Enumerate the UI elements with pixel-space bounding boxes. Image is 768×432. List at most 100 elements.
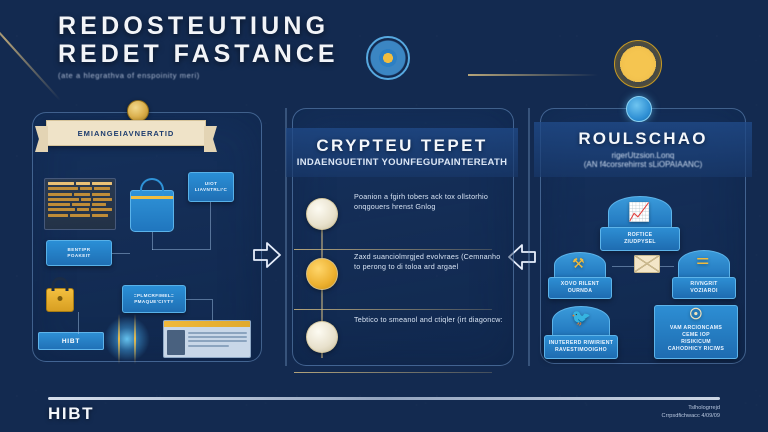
social-card-dome bbox=[552, 306, 610, 336]
bag-strip bbox=[131, 196, 173, 199]
news-card-bar bbox=[164, 321, 250, 327]
trident-icon: ⚒ bbox=[572, 255, 585, 271]
right-panel-sub-1: rigerUtzsion.Lonq bbox=[611, 151, 675, 160]
radial-network-icon bbox=[366, 36, 410, 80]
footer-meta-line-1: Tslhologrrejd bbox=[688, 405, 720, 411]
social-card[interactable]: INUTERERD RIWIRIENT RAVESTIMOOIGHO bbox=[544, 335, 618, 359]
padlock-shackle bbox=[51, 277, 69, 291]
news-card[interactable] bbox=[163, 320, 251, 358]
news-card-line bbox=[188, 332, 247, 334]
data-table-panel bbox=[44, 178, 116, 230]
connector bbox=[152, 249, 210, 250]
padlock-keyhole bbox=[57, 296, 63, 301]
step-item-3[interactable]: Tebtico to smeanol and ctiqler (irt diag… bbox=[294, 315, 506, 373]
footer-meta-line-2: Crrpsdfichwacc 4/09/09 bbox=[661, 413, 720, 419]
energy-burst-icon bbox=[104, 314, 150, 364]
step-item-2[interactable]: Zaxd suanciolmrgjed evolvraes (Cemnanho … bbox=[294, 252, 506, 310]
bird-icon: 🐦 bbox=[571, 310, 591, 327]
arrow-left-icon bbox=[505, 240, 539, 274]
connector bbox=[210, 202, 211, 250]
gold-seal-icon bbox=[306, 258, 338, 290]
title-line-1: REDOSTEUTIUNG bbox=[58, 12, 330, 40]
privacy-box-line-1: =PLMCRFIMEL= bbox=[133, 293, 175, 298]
security-card[interactable]: ☉ VAM ARCIONCAMS CEME IOP RISIKICUM CAHO… bbox=[654, 305, 738, 359]
network-card[interactable]: RIVNGRIT VOZIAROI bbox=[672, 277, 736, 299]
envelope-icon bbox=[634, 255, 660, 273]
exchange-card-dome bbox=[608, 196, 672, 228]
arrow-right-icon bbox=[250, 238, 284, 272]
left-panel-ribbon-label: EMIANGEIAVNERATID bbox=[77, 128, 175, 138]
security-card-line-1: VAM ARCIONCAMS bbox=[669, 325, 723, 331]
exchange-card-line-1: ROFTICE bbox=[627, 232, 653, 238]
news-card-line bbox=[188, 336, 247, 339]
title-subtitle: (ate a hlegrathva of enspoinity meri) bbox=[58, 71, 200, 80]
security-card-line-4: CAHODHICY RICIWS bbox=[667, 346, 725, 352]
step-divider bbox=[294, 371, 492, 373]
step-item-3-text: Tebtico to smeanol and ctiqler (irt diag… bbox=[354, 315, 503, 324]
step-item-1[interactable]: Poanion a fgirh tobers ack tox ollstorhi… bbox=[294, 192, 506, 250]
privacy-box-line-2: PMAQUE'CIYTY bbox=[134, 299, 174, 304]
wallet-box-line-1: UIOT bbox=[204, 181, 218, 186]
panel-divider bbox=[285, 108, 287, 366]
connector bbox=[78, 312, 79, 334]
step-item-1-text: Poanion a fgirh tobers ack tox ollstorhi… bbox=[354, 192, 489, 211]
security-card-line-2: CEME IOP bbox=[682, 332, 710, 338]
exchange-card-line-2: ZIUDPYSEL bbox=[624, 239, 656, 245]
wallet-box-line-2: LIAVNTRLI'C bbox=[194, 187, 228, 192]
wallet-card-dome bbox=[554, 252, 606, 278]
step-item-2-text: Zaxd suanciolmrgjed evolvraes (Cemnanho … bbox=[354, 252, 501, 271]
antenna-icon: ⚌ bbox=[696, 251, 710, 268]
network-card-dome bbox=[678, 250, 730, 278]
privacy-box[interactable]: =PLMCRFIMEL= PMAQUE'CIYTY bbox=[122, 285, 186, 313]
cream-seal-icon bbox=[306, 198, 338, 230]
seal-icon: ☉ bbox=[689, 306, 703, 323]
bag-handle bbox=[140, 178, 164, 198]
payment-box[interactable]: BENTIPR POAKEIT bbox=[46, 240, 112, 266]
network-card-line-1: RIVNGRIT bbox=[690, 281, 718, 287]
gold-coin-icon bbox=[127, 100, 149, 122]
center-panel-heading: CRYPTEU TEPET bbox=[316, 136, 488, 155]
connector bbox=[112, 253, 130, 254]
right-panel-header: ROULSCHAO rigerUtzsion.Lonq (AN f4corsre… bbox=[534, 122, 752, 177]
connector bbox=[186, 299, 212, 300]
shopping-bag-icon bbox=[130, 178, 174, 232]
news-card-thumbnail bbox=[167, 330, 185, 355]
chart-icon: 📈 bbox=[628, 202, 651, 222]
diagonal-accent-line bbox=[0, 0, 62, 102]
connector bbox=[660, 266, 674, 267]
step-divider bbox=[294, 248, 492, 250]
footer-divider bbox=[48, 397, 720, 400]
social-card-line-2: RAVESTIMOOIGHO bbox=[555, 347, 607, 353]
wallet-card[interactable]: XOVO RILENT OURNDA bbox=[548, 277, 612, 299]
padlock-icon bbox=[46, 277, 74, 312]
page-title: REDOSTEUTIUNG REDET FASTANCE (ate a hleg… bbox=[58, 12, 598, 80]
connector bbox=[612, 266, 634, 267]
connector bbox=[152, 232, 153, 250]
news-card-line bbox=[188, 340, 247, 343]
hibt-tag: HIBT bbox=[38, 332, 104, 350]
footer-meta: Tslhologrrejd Crrpsdfichwacc 4/09/09 bbox=[662, 404, 720, 420]
wallet-card-line-1: XOVO RILENT bbox=[560, 281, 600, 287]
cream-seal-icon bbox=[306, 321, 338, 353]
footer-brand: HIBT bbox=[48, 404, 95, 423]
right-panel-sub-2: (AN f4corsrehirrst sLiOPAIAANC) bbox=[583, 160, 703, 169]
globe-icon bbox=[626, 96, 652, 122]
payment-box-line-1: BENTIPR bbox=[67, 247, 91, 252]
wallet-card-line-2: OURNDA bbox=[567, 288, 593, 294]
connector bbox=[212, 299, 213, 321]
title-line-2: REDET FASTANCE bbox=[58, 40, 339, 68]
wallet-box[interactable]: UIOT LIAVNTRLI'C bbox=[188, 172, 234, 202]
news-card-line bbox=[188, 344, 230, 347]
right-panel-heading: ROULSCHAO bbox=[578, 129, 708, 148]
panel-divider bbox=[528, 108, 530, 366]
payment-box-line-2: POAKEIT bbox=[67, 253, 91, 258]
exchange-card[interactable]: ROFTICE ZIUDPYSEL bbox=[600, 227, 680, 251]
social-card-line-1: INUTERERD RIWIRIENT bbox=[548, 340, 614, 346]
radial-network-gold-icon bbox=[614, 40, 662, 88]
center-panel-header: CRYPTEU TEPET INDAENGUETINT YOUNFEGUPAIN… bbox=[286, 128, 518, 177]
security-card-line-3: RISIKICUM bbox=[681, 339, 711, 345]
hibt-tag-label: HIBT bbox=[61, 337, 81, 345]
center-panel-subheading: INDAENGUETINT YOUNFEGUPAINTEREATH bbox=[296, 157, 508, 168]
title-underline bbox=[468, 74, 598, 76]
